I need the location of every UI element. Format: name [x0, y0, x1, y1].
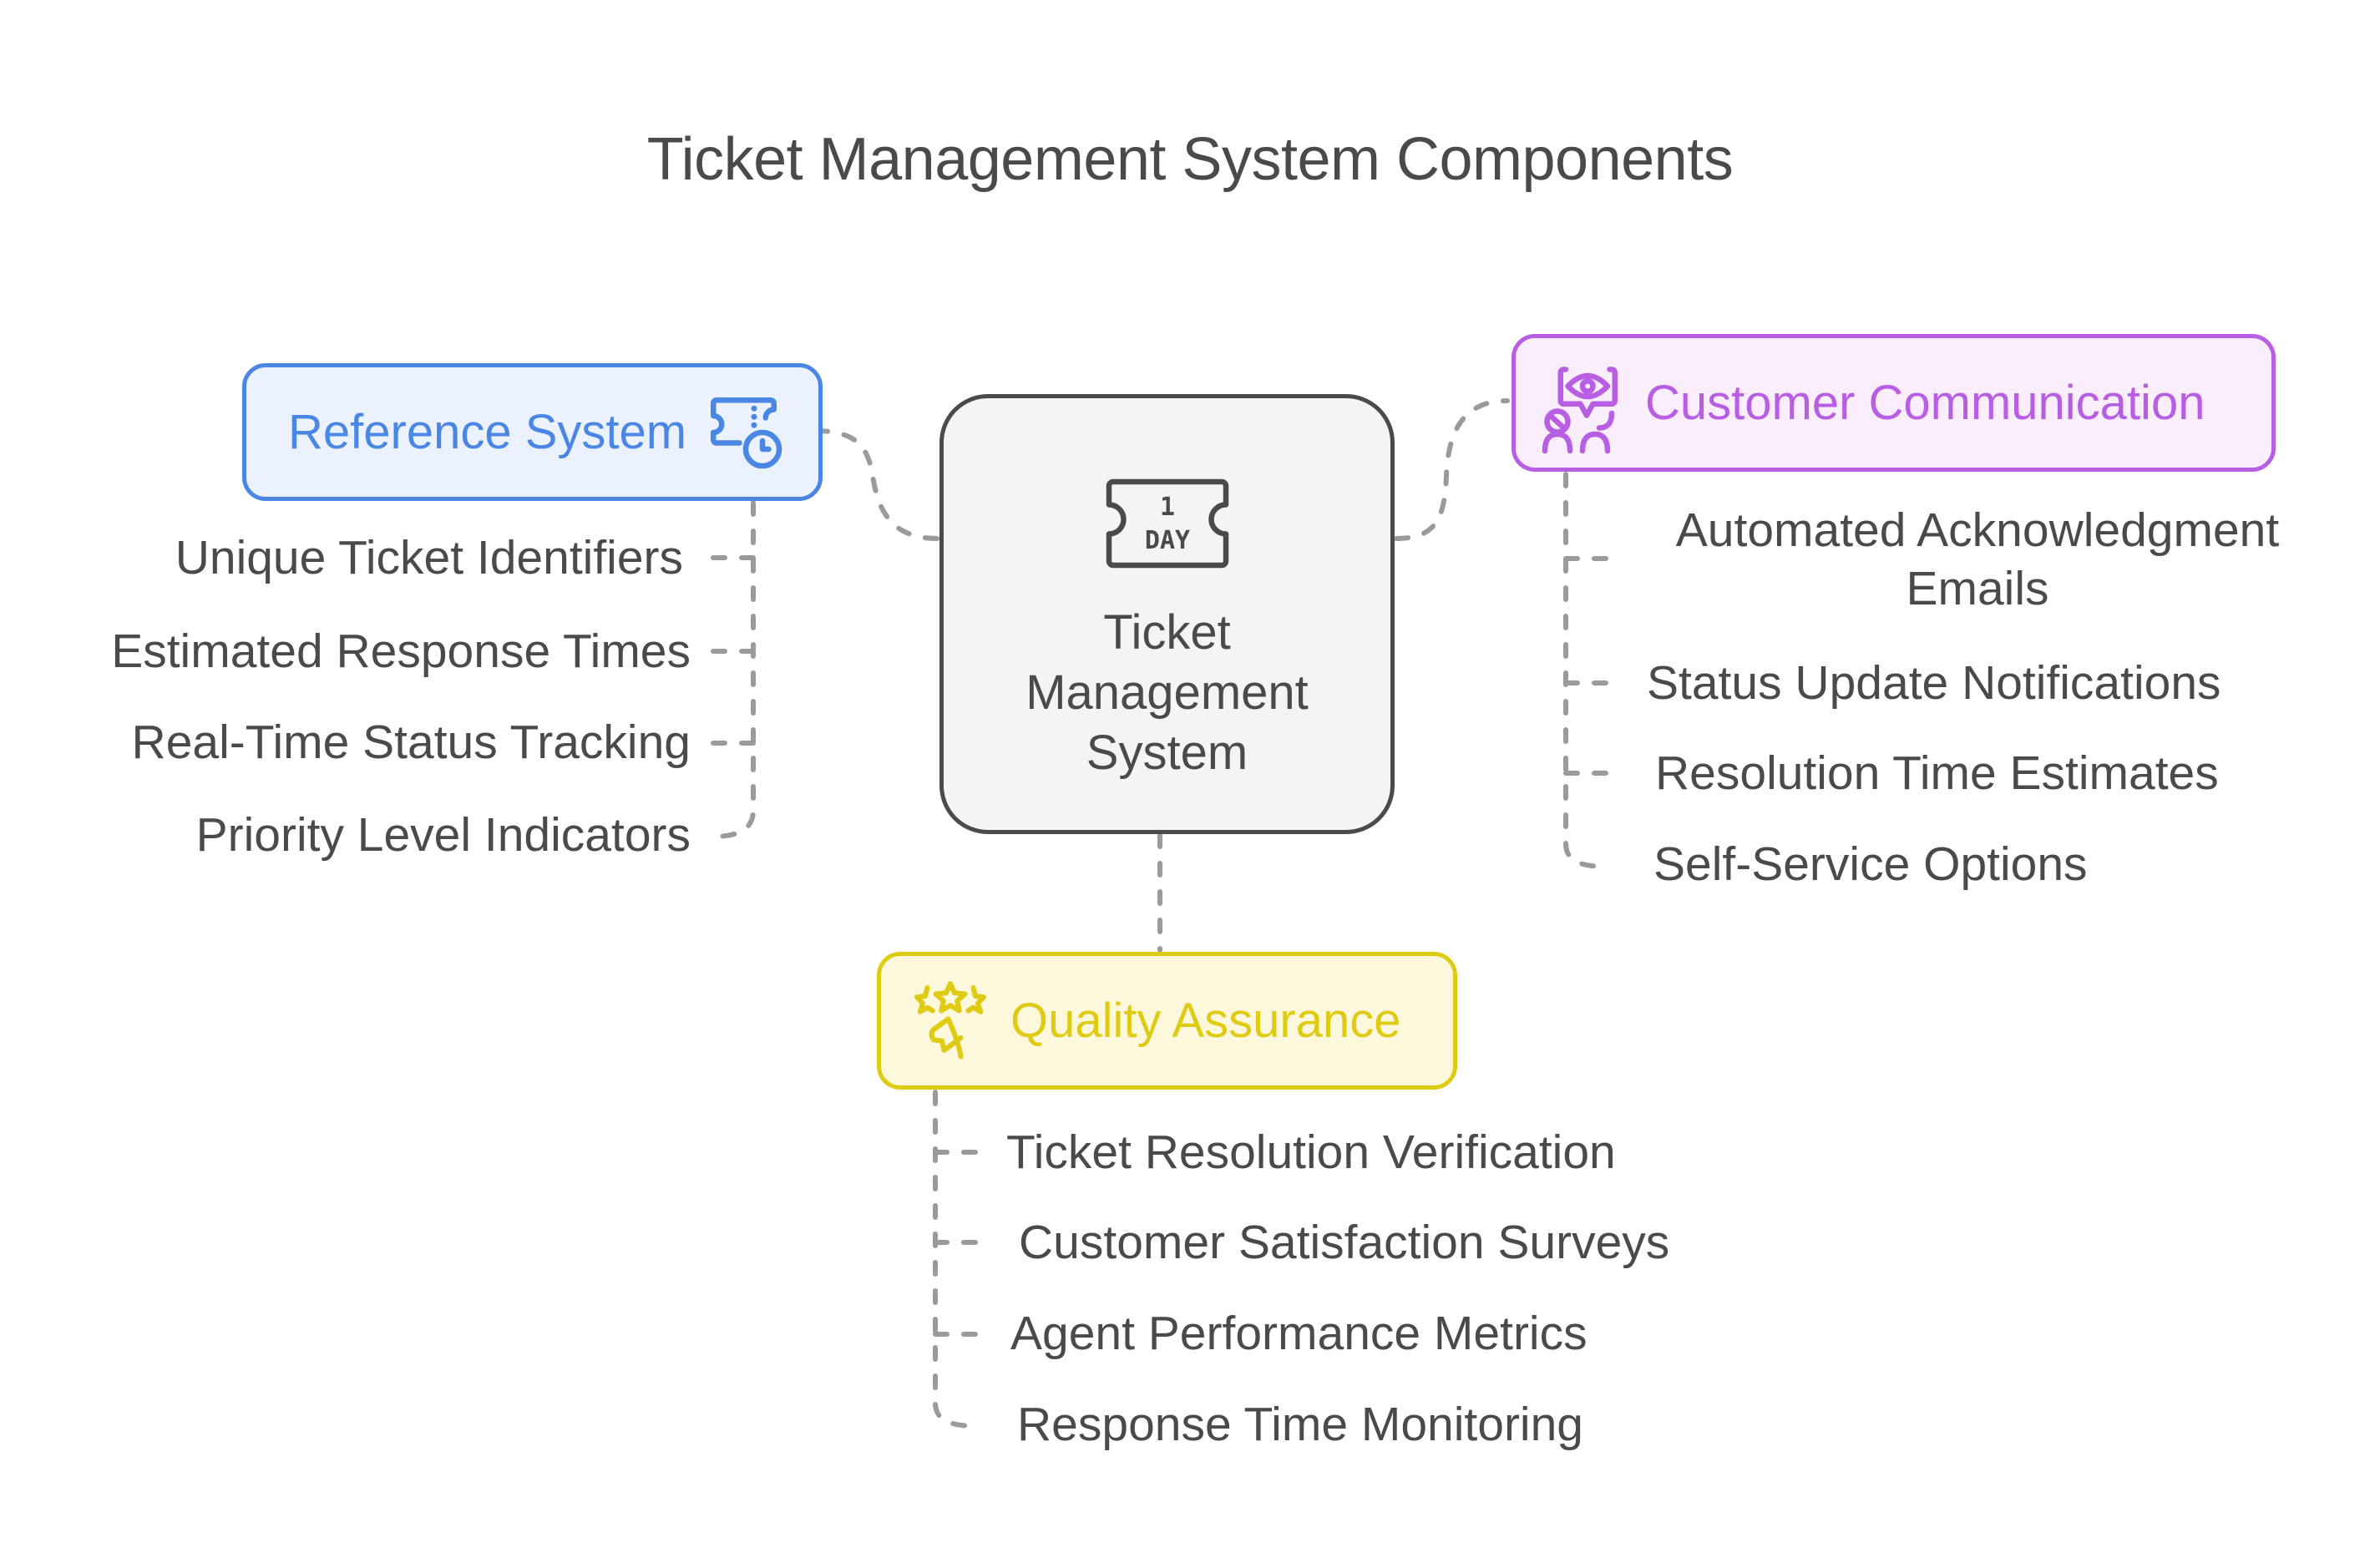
connector-reference-list — [716, 500, 756, 839]
customer-item-line: Emails — [1906, 562, 2049, 615]
reference-item: Priority Level Indicators — [195, 808, 691, 862]
quality-assurance-label: Quality Assurance — [1010, 994, 1401, 1048]
quality-item: Ticket Resolution Verification — [1006, 1125, 1616, 1179]
reference-system-label: Reference System — [288, 405, 687, 459]
customer-communication-node[interactable]: Customer Communication — [1512, 334, 2276, 472]
stars-award-icon — [914, 981, 986, 1060]
customer-item: Status Update Notifications — [1647, 656, 2221, 710]
customer-item-line: Automated Acknowledgment — [1675, 503, 2280, 557]
one-day-ticket-icon: 1 DAY — [1106, 478, 1228, 569]
quality-item: Response Time Monitoring — [1017, 1398, 1583, 1451]
customer-item: Automated Acknowledgment Emails — [1652, 501, 2303, 618]
customer-item: Resolution Time Estimates — [1655, 746, 2219, 800]
center-label-line: System — [1086, 726, 1248, 780]
reference-item: Unique Ticket Identifiers — [175, 531, 683, 584]
icon-text-top: 1 — [1159, 493, 1174, 522]
connector-center-customer — [1394, 398, 1510, 541]
icon-text-bottom: DAY — [1144, 526, 1189, 555]
customer-communication-label: Customer Communication — [1645, 376, 2205, 430]
ticket-clock-icon — [711, 397, 782, 469]
customer-item: Self-Service Options — [1653, 837, 2088, 891]
connector-customer-list — [1563, 472, 1610, 869]
reference-item: Estimated Response Times — [111, 625, 691, 678]
center-label-line: Ticket — [1103, 605, 1231, 660]
quality-item: Customer Satisfaction Surveys — [1019, 1216, 1670, 1269]
connector-quality-list — [933, 1090, 980, 1429]
connector-center-reference — [813, 428, 939, 541]
quality-assurance-node[interactable]: Quality Assurance — [877, 952, 1457, 1090]
reference-system-node[interactable]: Reference System — [242, 363, 823, 501]
center-label: Ticket Management System — [1025, 603, 1309, 783]
quality-item: Agent Performance Metrics — [1010, 1307, 1588, 1360]
diagram-title: Ticket Management System Components — [646, 126, 1734, 193]
center-label-line: Management — [1025, 665, 1309, 720]
people-eye-speech-icon — [1542, 367, 1618, 454]
ticket-management-system-node[interactable]: 1 DAY Ticket Management System — [939, 394, 1395, 834]
reference-item: Real-Time Status Tracking — [131, 716, 691, 769]
